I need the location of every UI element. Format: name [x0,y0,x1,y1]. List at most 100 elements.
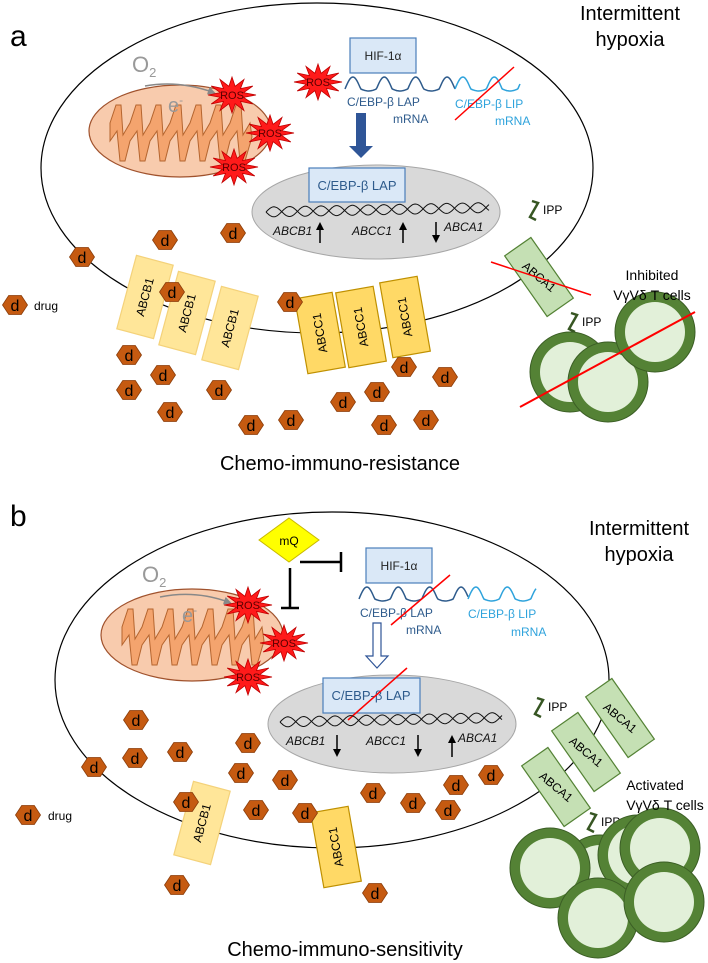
drug-symbol: d [237,766,246,783]
hif-1a-label: HIF-1α [381,559,418,573]
t-cell [509,827,591,909]
oxygen-label: O2 [142,562,166,590]
ipp-molecule-icon: IPP [567,311,601,334]
drug-symbol: d [168,285,177,302]
ros-burst-icon: ROS [293,62,343,102]
drug-hexagon-icon: d [400,793,426,813]
drug-symbol: d [125,348,134,365]
lap-mrna-label: mRNA [406,623,441,637]
electron-arrow [144,83,216,95]
drug-symbol: d [487,768,496,785]
drug-hexagon-icon: d [330,392,356,412]
hollow-arrow [364,622,390,669]
drug-symbol: d [229,226,238,243]
transporter-abcc1: ABCC1 [378,275,432,359]
drug-symbol: d [215,383,224,400]
ipp-molecule-icon: IPP [533,696,567,719]
ros-label: ROS [236,672,260,684]
condition-label: hypoxia [596,29,666,51]
drug-symbol: d [286,295,295,312]
inhibition-bar-icon [281,568,299,610]
drug-hexagon-icon: d [413,410,439,430]
lip-mrna-strand [467,586,537,602]
transporter-abcb1: ABCB1 [116,254,174,340]
panel-caption: Chemo-immuno-sensitivity [227,939,463,961]
oxygen-label: O2 [132,52,156,80]
tcell-label: Activated [626,777,684,793]
lip-mrna-label: C/EBP-β LIP [468,607,536,621]
hif-1a-box [349,37,417,74]
drug-hexagon-icon: d [167,742,193,762]
condition-label: Intermittent [589,518,689,540]
drug-symbol: d [441,370,450,387]
condition-label: Intermittent [580,3,680,25]
lap-mrna-label: C/EBP-β LAP [347,95,420,109]
ros-burst-icon: ROS [207,75,257,115]
ros-label: ROS [220,90,244,102]
ros-label: ROS [272,638,296,650]
nuclear-lap-box [322,677,421,714]
drug-symbol: d [182,795,191,812]
drug-symbol: d [90,760,99,777]
lap-mrna-label: C/EBP-β LAP [360,606,433,620]
ros-burst-icon: ROS [223,585,273,625]
drug-symbol: d [166,405,175,422]
electron-label: e- [182,603,197,627]
transporter-label: ABCC1 [326,826,347,868]
drug-hexagon-icon: d [443,775,469,795]
drug-hexagon-icon: d [2,295,28,315]
mitochondrion-cristae [121,608,265,666]
dna-helix [265,202,490,218]
transporter-abca1: ABCA1 [503,236,575,318]
transporter-label: ABCC1 [310,312,331,354]
drug-hexagon-icon: d [278,410,304,430]
strike-line [519,311,696,408]
drug-symbol: d [371,886,380,903]
drug-symbol: d [176,745,185,762]
drug-hexagon-icon: d [478,765,504,785]
drug-symbol: d [409,796,418,813]
ipp-label: IPP [548,700,567,714]
drug-legend-label: drug [48,809,72,823]
ros-label: ROS [222,162,246,174]
ros-burst-icon: ROS [245,113,295,153]
drug-hexagon-icon: d [152,230,178,250]
drug-symbol: d [252,803,261,820]
drug-hexagon-icon: d [150,365,176,385]
drug-symbol: d [287,413,296,430]
transporter-abcc1: ABCC1 [293,291,347,375]
drug-symbol: d [301,806,310,823]
drug-hexagon-icon: d [391,357,417,377]
mq-label: mQ [279,534,298,548]
ipp-molecule-icon: IPP [528,199,562,222]
drug-hexagon-icon: d [435,800,461,820]
drug-hexagon-icon: d [228,763,254,783]
ipp-label: IPP [582,315,601,329]
drug-hexagon-icon: d [159,282,185,302]
drug-hexagon-icon: d [116,380,142,400]
drug-hexagon-icon: d [173,792,199,812]
transporter-abcb1: ABCB1 [201,285,259,371]
gene-label: ABCB1 [285,734,325,748]
dna-helix [279,712,503,728]
ros-label: ROS [306,77,330,89]
drug-hexagon-icon: d [157,402,183,422]
drug-hexagon-icon: d [243,800,269,820]
gene-label: ABCC1 [351,224,392,238]
nuclear-lap-box [308,167,406,203]
ros-burst-icon: ROS [223,657,273,697]
mq-diamond [258,517,320,563]
tcell-label: VγVδ T cells [613,287,691,303]
drug-symbol: d [373,385,382,402]
transporter-label: ABCC1 [395,296,416,338]
drug-hexagon-icon: d [81,757,107,777]
drug-hexagon-icon: d [362,883,388,903]
ros-label: ROS [236,600,260,612]
drug-hexagon-icon: d [15,805,41,825]
drug-symbol: d [380,418,389,435]
ros-label: ROS [258,128,282,140]
drug-hexagon-icon: d [220,223,246,243]
drug-hexagon-icon: d [364,382,390,402]
drug-symbol: d [161,233,170,250]
drug-symbol: d [78,250,87,267]
